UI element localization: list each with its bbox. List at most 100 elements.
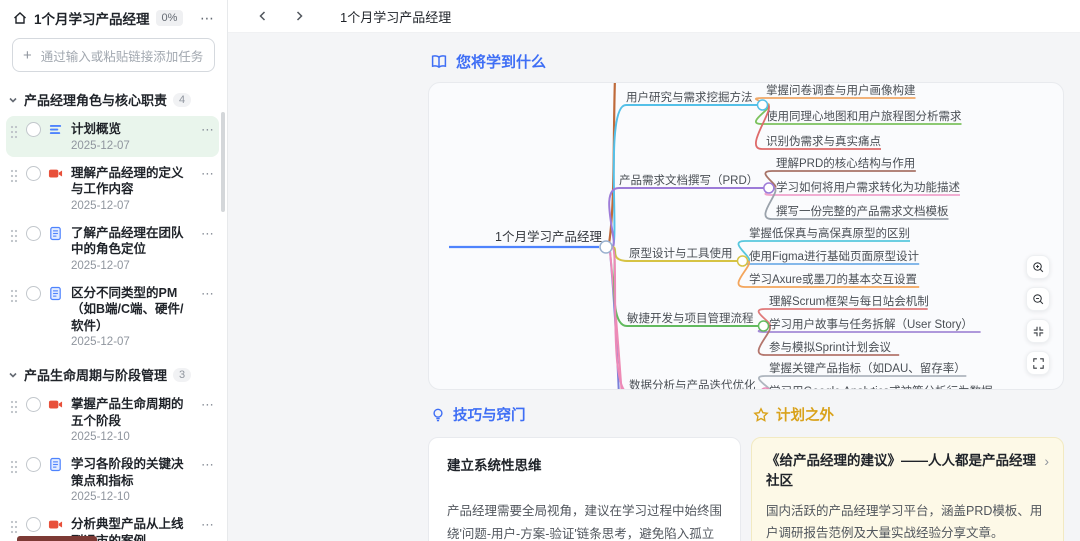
forward-button[interactable] [286, 5, 312, 27]
video-icon [48, 520, 63, 529]
mindmap-leaf-node[interactable]: 理解Scrum框架与每日站会机制 [769, 294, 929, 308]
drag-handle[interactable] [10, 125, 19, 144]
task-row[interactable]: 分析典型产品从上线到退市的案例 2025-12-10 ⋯ [6, 511, 219, 541]
mindmap-leaf-node[interactable]: 掌握低保真与高保真原型的区别 [749, 226, 910, 240]
mindmap-branch-node[interactable]: 用户研究与需求挖掘方法 [626, 90, 753, 104]
mindmap-branch-node[interactable]: 敏捷开发与项目管理流程 [627, 311, 754, 325]
task-more-button[interactable]: ⋯ [201, 397, 215, 412]
tip-title: 建立系统性思维 [447, 458, 542, 473]
task-more-button[interactable]: ⋯ [201, 457, 215, 472]
learn-heading: 您将学到什么 [430, 51, 1066, 72]
section-header[interactable]: 产品生命周期与阶段管理 3 [0, 357, 227, 388]
sidebar-scrollbar[interactable] [221, 112, 225, 212]
task-checkbox[interactable] [26, 457, 41, 472]
sidebar-more-button[interactable]: ⋯ [200, 9, 215, 26]
mindmap-branch-node[interactable]: 原型设计与工具使用 [629, 246, 733, 260]
mindmap-leaf-node[interactable]: 参与模拟Sprint计划会议 [769, 340, 892, 354]
drag-handle[interactable] [10, 169, 19, 188]
task-more-button[interactable]: ⋯ [201, 285, 215, 301]
zoom-in-button[interactable] [1026, 255, 1050, 279]
task-row[interactable]: 学习各阶段的关键决策点和指标 2025-12-10 ⋯ [6, 451, 219, 508]
zoom-out-button[interactable] [1026, 287, 1050, 311]
task-date: 2025-12-10 [71, 431, 130, 443]
mindmap-leaf-node[interactable]: 学习用Google Analytics或神策分析行为数据 [769, 384, 993, 390]
svg-text:使用同理心地图和用户旅程图分析需求: 使用同理心地图和用户旅程图分析需求 [766, 109, 962, 123]
svg-text:学习用户故事与任务拆解（User Story）: 学习用户故事与任务拆解（User Story） [769, 317, 973, 331]
drag-handle[interactable] [10, 460, 19, 479]
task-more-button[interactable]: ⋯ [201, 517, 215, 532]
task-row[interactable]: 掌握产品生命周期的五个阶段 2025-12-10 ⋯ [6, 391, 219, 448]
branch-collapse-dot[interactable] [756, 99, 769, 111]
add-task-input[interactable]: + 通过输入或粘贴链接添加任务 [12, 38, 215, 72]
mindmap-leaf-node[interactable]: 学习Axure或墨刀的基本交互设置 [749, 272, 917, 286]
plus-icon: + [23, 46, 32, 64]
task-row[interactable]: 理解产品经理的定义与工作内容 2025-12-07 ⋯ [6, 160, 219, 217]
mindmap-branch-node[interactable]: 数据分析与产品迭代优化 [629, 378, 756, 390]
drag-handle[interactable] [10, 520, 19, 539]
task-sections: 产品经理角色与核心职责 4 计划概览 2025-12-07 ⋯ 理解产 [0, 82, 227, 541]
mindmap-leaf-node[interactable]: 学习如何将用户需求转化为功能描述 [776, 180, 960, 194]
task-row[interactable]: 区分不同类型的PM（如B端/C端、硬件/软件） 2025-12-07 ⋯ [6, 280, 219, 354]
topbar-title: 1个月学习产品经理 [340, 9, 452, 25]
svg-text:撰写一份完整的产品需求文档模板: 撰写一份完整的产品需求文档模板 [776, 204, 949, 218]
task-date: 2025-12-10 [71, 491, 130, 503]
drag-handle[interactable] [10, 400, 19, 419]
task-checkbox[interactable] [26, 397, 41, 412]
task-text: 掌握产品生命周期的五个阶段 2025-12-10 [71, 396, 194, 443]
task-title: 分析典型产品从上线到退市的案例 [71, 517, 184, 541]
task-checkbox[interactable] [26, 285, 41, 301]
task-more-button[interactable]: ⋯ [201, 165, 215, 181]
mindmap-leaf-node[interactable]: 使用同理心地图和用户旅程图分析需求 [766, 109, 962, 123]
task-title: 计划概览 [71, 122, 122, 136]
extras-heading: 计划之外 [753, 404, 1064, 425]
branch-collapse-dot[interactable] [736, 255, 749, 267]
branch-collapse-dot[interactable] [763, 182, 775, 194]
chevron-down-icon [9, 372, 17, 378]
svg-text:原型设计与工具使用: 原型设计与工具使用 [629, 246, 733, 260]
zoom-in-icon [1032, 261, 1043, 272]
task-row[interactable]: 计划概览 2025-12-07 ⋯ [6, 116, 219, 157]
task-type-icon [48, 457, 64, 477]
extras-heading-label: 计划之外 [776, 408, 834, 424]
back-button[interactable] [250, 5, 276, 27]
task-type-icon [48, 166, 64, 186]
svg-text:掌握问卷调查与用户画像构建: 掌握问卷调查与用户画像构建 [766, 83, 916, 97]
task-checkbox[interactable] [26, 225, 41, 241]
task-checkbox[interactable] [26, 517, 41, 532]
section-header[interactable]: 产品经理角色与核心职责 4 [0, 82, 227, 113]
branch-collapse-dot[interactable] [757, 320, 770, 332]
extra-resource-card[interactable]: 《给产品经理的建议》——人人都是产品经理社区 › 国内活跃的产品经理学习平台，涵… [751, 437, 1064, 541]
task-more-button[interactable]: ⋯ [201, 122, 215, 137]
drag-handle[interactable] [10, 229, 19, 248]
chevron-down-icon [9, 97, 17, 103]
bottom-columns: 技巧与窍门 建立系统性思维 产品经理需要全局视角，建议在学习过程中始终围绕'问题… [428, 402, 1064, 541]
mindmap-leaf-node[interactable]: 撰写一份完整的产品需求文档模板 [776, 204, 949, 218]
root-collapse-dot[interactable] [599, 240, 613, 254]
mindmap-leaf-node[interactable]: 使用Figma进行基础页面原型设计 [749, 249, 919, 263]
svg-text:学习如何将用户需求转化为功能描述: 学习如何将用户需求转化为功能描述 [776, 180, 960, 194]
mindmap-root-node[interactable]: 1个月学习产品经理 [495, 229, 602, 244]
task-text: 了解产品经理在团队中的角色定位 2025-12-07 [71, 225, 194, 272]
drag-handle[interactable] [10, 289, 19, 308]
task-row[interactable]: 了解产品经理在团队中的角色定位 2025-12-07 ⋯ [6, 220, 219, 277]
task-checkbox[interactable] [26, 165, 41, 181]
task-title: 了解产品经理在团队中的角色定位 [71, 225, 184, 257]
mindmap-leaf-node[interactable]: 理解PRD的核心结构与作用 [776, 156, 915, 170]
task-type-icon [48, 122, 64, 142]
svg-text:用户研究与需求挖掘方法: 用户研究与需求挖掘方法 [626, 90, 753, 104]
mindmap-leaf-node[interactable]: 学习用户故事与任务拆解（User Story） [769, 317, 973, 331]
mindmap-branch-node[interactable]: 产品需求文档撰写（PRD） [619, 173, 758, 187]
task-more-button[interactable]: ⋯ [201, 225, 215, 241]
branch-collapse-dot[interactable] [761, 387, 771, 390]
task-date: 2025-12-07 [71, 199, 130, 212]
expand-view-button[interactable] [1026, 351, 1050, 375]
mindmap-leaf-node[interactable]: 掌握问卷调查与用户画像构建 [766, 83, 916, 97]
mindmap-leaf-node[interactable]: 掌握关键产品指标（如DAU、留存率） [769, 361, 966, 375]
mindmap-leaf-node[interactable]: 识别伪需求与真实痛点 [766, 134, 881, 148]
extra-card-header: 《给产品经理的建议》——人人都是产品经理社区 › [766, 451, 1049, 492]
collapse-view-button[interactable] [1026, 319, 1050, 343]
tips-heading: 技巧与窍门 [430, 404, 741, 425]
task-checkbox[interactable] [26, 122, 41, 137]
drag-handle-icon [10, 460, 18, 474]
svg-text:学习Axure或墨刀的基本交互设置: 学习Axure或墨刀的基本交互设置 [749, 272, 917, 286]
